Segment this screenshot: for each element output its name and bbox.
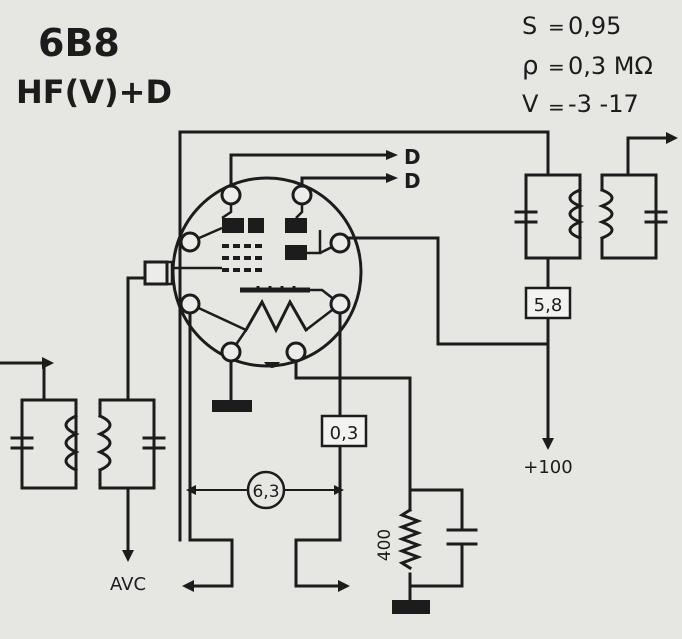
capacitor-right-2 [644, 210, 668, 224]
wiring-top [178, 130, 550, 542]
spec-v-value: -3 -17 [568, 90, 639, 118]
filament-voltage-value: 6,3 [252, 482, 279, 502]
arrow-diode-1 [386, 150, 398, 160]
tube-envelope [171, 176, 363, 368]
cathode-circuit [294, 359, 478, 614]
right-tank [514, 132, 678, 450]
wire-output [626, 136, 670, 177]
spec-rho-eq: = [548, 55, 565, 79]
wire-grid [126, 276, 147, 402]
grid-cap [143, 260, 169, 286]
label-supply: +100 [523, 457, 572, 478]
coil-right-2 [597, 188, 614, 240]
arrow-output [666, 132, 678, 144]
spec-s: S = 0,95 [522, 12, 621, 40]
diode-anode-top-right [285, 218, 307, 233]
tube-electrodes [222, 218, 310, 368]
pin-left-lower [179, 293, 201, 315]
pin-right-lower [329, 293, 351, 315]
spec-s-value: 0,95 [568, 12, 621, 40]
filament-voltage-circle [246, 470, 286, 510]
left-tank [0, 276, 166, 562]
spec-v: V = -3 -17 [522, 90, 639, 119]
arrow-input [42, 357, 54, 369]
resistor-vertical-label: 400 [375, 529, 395, 561]
wire-input [0, 361, 46, 402]
pin-cathode [285, 341, 307, 363]
ground-right [392, 600, 430, 614]
diode-anode-middle [248, 218, 264, 233]
pin-diode-2 [291, 184, 313, 206]
capacitor-left-1 [10, 436, 34, 450]
coil-left-2 [96, 414, 112, 472]
cathode-capacitor [446, 528, 478, 546]
label-avc: AVC [110, 574, 146, 595]
cathode-resistor [397, 507, 423, 571]
spec-v-eq: = [548, 95, 565, 119]
arrow-supply [542, 438, 554, 450]
spec-s-symbol: S [522, 12, 537, 40]
pin-plate [329, 232, 351, 254]
spec-rho-symbol: ρ [522, 51, 539, 81]
wire-top-bus [178, 130, 550, 177]
spec-v-symbol: V [522, 90, 539, 118]
diode-anode-bottom-right [285, 245, 307, 260]
tube-function: HF(V)+D [16, 73, 172, 111]
label-diode-2: D [404, 169, 421, 193]
pin-diode-1 [220, 184, 242, 206]
grid-lines [222, 244, 266, 272]
coil-left-1 [64, 414, 80, 472]
coil-right-1 [568, 188, 585, 240]
wire-plate [347, 236, 550, 346]
capacitor-left-2 [142, 436, 166, 450]
anode-resistor-box [524, 286, 572, 320]
pin-left-upper [179, 231, 201, 253]
label-diode-1: D [404, 145, 421, 169]
tube-type: 6B8 [38, 21, 120, 65]
envelope-tip [264, 362, 280, 368]
wire-diode-2 [300, 176, 390, 188]
arrow-diode-2 [386, 173, 398, 183]
spec-rho-value: 0,3 MΩ [568, 52, 653, 80]
filament [243, 298, 309, 334]
diode-anode-left [222, 218, 244, 233]
ground-left [212, 359, 252, 412]
spec-s-eq: = [548, 15, 565, 39]
filament-supply [182, 311, 350, 592]
anode-resistor-value: 5,8 [534, 295, 563, 316]
cathode-resistor-value: 0,3 [330, 423, 359, 444]
pin-bottom-left [220, 341, 242, 363]
cathode-resistor-box [320, 414, 368, 448]
wire-diode-1 [229, 153, 390, 188]
cathode-ticks [256, 286, 296, 290]
capacitor-right-1 [514, 210, 538, 224]
spec-rho: ρ = 0,3 MΩ [522, 51, 653, 81]
arrow-avc [122, 550, 134, 562]
